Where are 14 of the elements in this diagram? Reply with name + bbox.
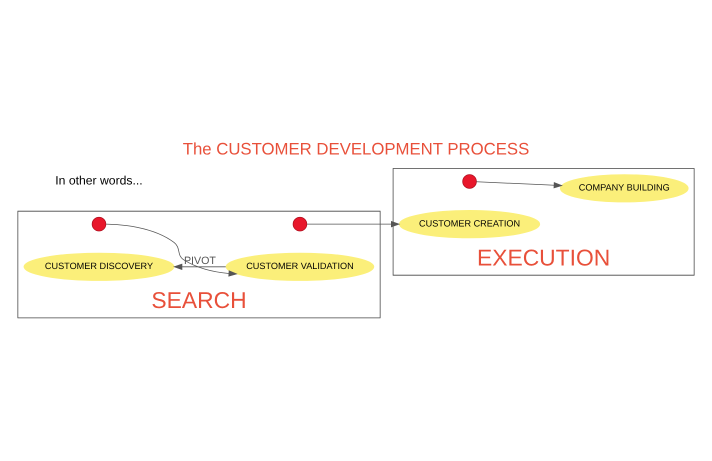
node-ellipse: CUSTOMER CREATION (398, 210, 540, 238)
node-circle (292, 216, 308, 231)
arrow (306, 220, 400, 227)
node-circle (92, 216, 106, 231)
label: In other words... (55, 172, 143, 187)
node-circle (462, 174, 477, 188)
arrow (476, 180, 563, 188)
diagram-title: The CUSTOMER DEVELOPMENT PROCESS (182, 139, 530, 158)
arrow (106, 223, 238, 276)
arrow (173, 263, 226, 270)
edge-label: PIVOT (184, 254, 216, 266)
node-ellipse: CUSTOMER DISCOVERY (24, 252, 174, 280)
node-ellipse: CUSTOMER VALIDATION (226, 252, 374, 280)
node-ellipse: COMPANY BUILDING (560, 174, 689, 202)
